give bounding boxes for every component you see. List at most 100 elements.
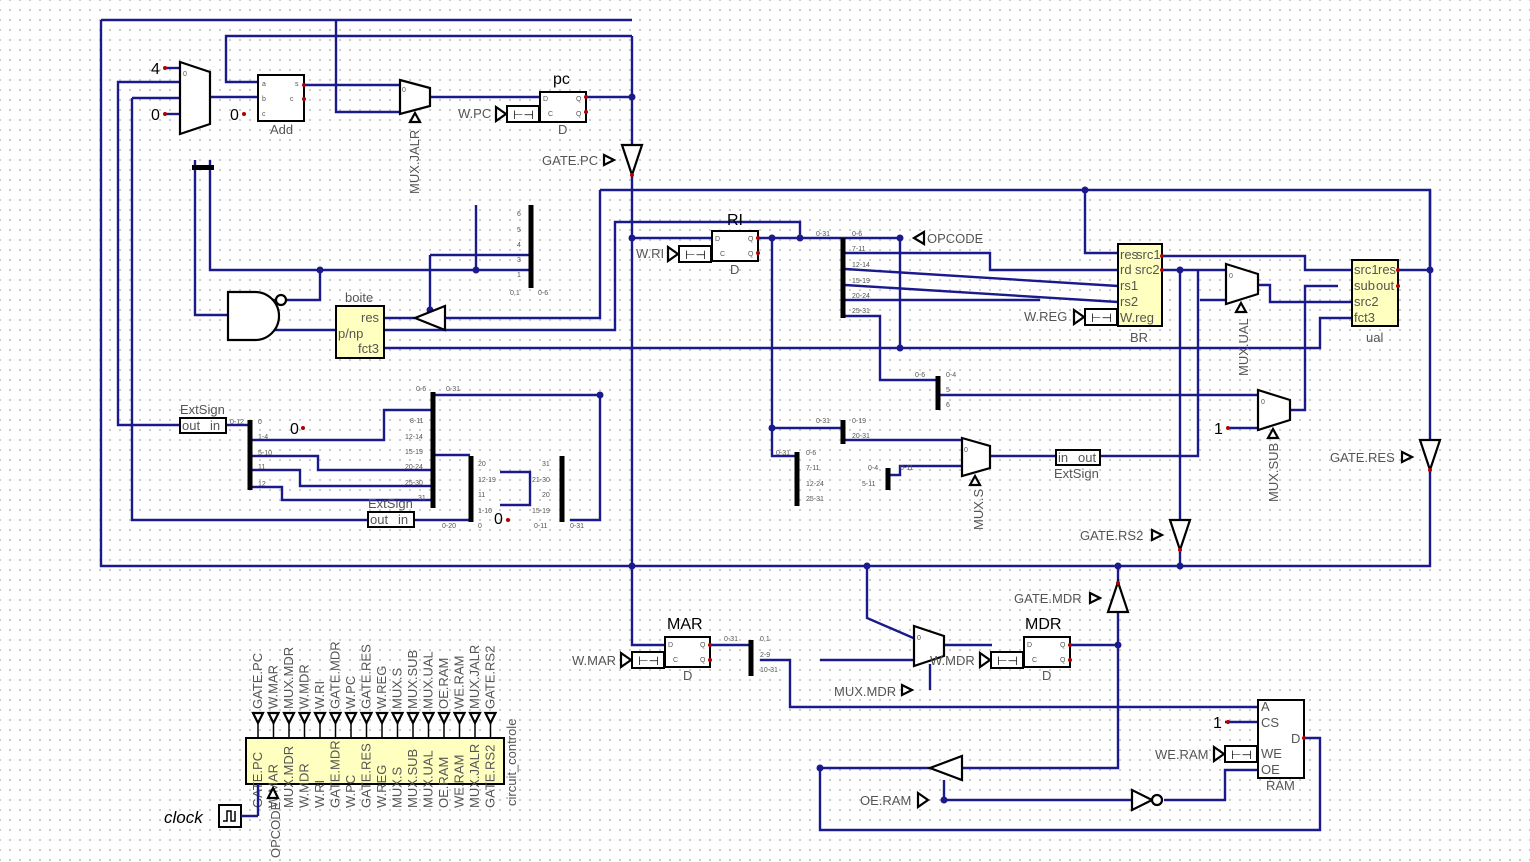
svg-text:OE.RAM: OE.RAM [860,793,911,808]
svg-text:0-6: 0-6 [538,290,548,297]
control-output-label: W.PC [343,676,358,709]
svg-text:W.MAR: W.MAR [572,653,616,668]
control-output-pin [483,711,498,726]
adder[interactable]: a b c s c Add [257,74,305,137]
gate-mdr-buffer[interactable]: GATE.MDR [1014,578,1130,614]
control-output-pin [251,711,265,726]
control-output-pin [406,711,420,726]
svg-text:0,1: 0,1 [760,636,770,643]
extsign-bottom[interactable]: out in ExtSign [367,496,415,528]
control-output-label: W.MDR [297,664,312,709]
svg-text:MUX.S: MUX.S [971,489,986,531]
svg-text:C: C [673,657,678,664]
svg-text:Q: Q [576,96,582,103]
svg-text:sub: sub [1354,278,1375,293]
svg-text:21-30: 21-30 [532,477,550,484]
svg-text:rd: rd [1120,262,1132,277]
svg-text:5-11: 5-11 [862,481,876,488]
svg-text:src2: src2 [1135,262,1160,277]
pin-markers [163,66,1432,740]
mux-sub[interactable]: 0 MUX.SUB [1256,388,1292,502]
ri-register[interactable]: D C Q Q D RI [711,212,759,277]
svg-text:12-14: 12-14 [405,434,423,441]
opcode-control-label: OPCODE [268,801,283,858]
mar-register[interactable]: D C Q Q D MAR [664,616,711,683]
extsign-right[interactable]: in out ExtSign [1054,449,1101,481]
svg-text:in: in [210,418,220,433]
svg-text:out: out [370,512,388,527]
svg-text:D: D [1042,668,1051,683]
mux-ual[interactable]: 0 MUX.UAL [1224,262,1260,376]
svg-text:0: 0 [402,87,406,94]
svg-text:1-4: 1-4 [258,434,268,441]
clock-label: clock [164,808,204,827]
svg-text:fct3: fct3 [358,341,379,356]
ri-splitter: 0-31 0-6 7-11 12-14 15-19 20-24 25-31 [816,231,870,318]
we-ram-pin[interactable]: ⊢⊣ WE.RAM [1155,744,1258,764]
control-inner-label: OE.RAM [436,757,451,808]
svg-text:20-24: 20-24 [405,464,423,471]
control-output-pin [328,711,343,726]
svg-text:ExtSign: ExtSign [368,496,413,511]
svg-text:20-24: 20-24 [852,293,870,300]
svg-text:Q: Q [748,251,754,258]
svg-text:Add: Add [270,122,293,137]
svg-text:0-12: 0-12 [230,419,244,426]
imm-splitter-left: 0-12 0 1-4 5-10 11 12 [230,419,272,490]
svg-text:12-24: 12-24 [806,481,824,488]
mux-jalr[interactable]: 0 MUX.JALR [398,78,432,194]
const-zero-add: 0 [230,107,239,124]
svg-text:fct3: fct3 [1354,310,1375,325]
nand-gate[interactable] [226,290,288,342]
gate-pc-buffer[interactable]: GATE.PC [542,143,644,179]
mux-mdr[interactable]: 0 MUX.MDR [834,624,946,699]
svg-text:GATE.PC: GATE.PC [542,153,598,168]
control-output-label: MUX.UAL [421,651,436,709]
control-output-pin [452,711,467,726]
ram-block[interactable]: A CS WE OE D RAM [1257,699,1305,793]
svg-text:Q: Q [1060,642,1066,649]
br-register-file[interactable]: res src1 rd src2 rs1 rs2 W.reg BR [1117,243,1163,345]
boite-block[interactable]: boite res p/np fct3 [335,290,385,359]
svg-text:31: 31 [542,461,550,468]
w-ri-pin[interactable]: ⊢⊣ W.RI [636,244,712,264]
oe-ram-pin[interactable]: OE.RAM [860,790,930,810]
svg-text:1: 1 [517,272,521,279]
svg-text:12-19: 12-19 [478,477,496,484]
svg-text:GATE.RES: GATE.RES [1330,450,1395,465]
svg-text:b: b [262,96,266,103]
const-one-sub: 1 [1214,421,1223,438]
svg-text:Q: Q [1060,657,1066,664]
mdr-register[interactable]: D C Q Q D MDR [1023,616,1071,683]
svg-text:0: 0 [478,523,482,530]
svg-text:Q: Q [576,111,582,118]
clock-source[interactable] [218,784,260,828]
w-mdr-pin[interactable]: ⊢⊣ W.MDR [930,650,1024,670]
svg-text:D: D [1027,642,1032,649]
boite-splitter: 6 5 4 3 1 0,1 0-6 [510,205,548,297]
shift-splitter: 0-31 0-6 7-11 12-24 25-31 0-4 0-11 5-11 [776,450,914,506]
control-inner-label: MUX.JALR [467,744,482,808]
mux-left[interactable]: 0 [178,60,212,136]
w-mar-pin[interactable]: ⊢⊣ W.MAR [572,650,665,670]
pc-register[interactable]: D C Q Q D pc [539,71,587,137]
control-output-label: MUX.SUB [405,650,420,709]
gate-rs2-buffer[interactable]: GATE.RS2 [1080,518,1192,554]
svg-text:D: D [1291,731,1300,746]
mux-s[interactable]: 0 MUX.S [960,436,992,531]
control-block[interactable] [245,737,505,785]
control-output-pins: GATE.PCGATE.PCW.MARW.MARMUX.MDRMUX.MDRW.… [250,641,498,808]
extsign-top[interactable]: out in ExtSign [179,402,227,434]
svg-text:s: s [295,81,299,88]
svg-text:0: 0 [183,71,187,78]
opcode-pin[interactable]: OPCODE [911,230,984,246]
svg-text:D: D [668,642,673,649]
svg-text:⊢⊣: ⊢⊣ [513,108,534,122]
svg-text:c: c [290,96,294,103]
jimm-splitters: 20 12-19 11 1-10 31 21-30 20 15-19 0-11 … [442,456,584,530]
gate-res-buffer[interactable]: GATE.RES [1330,438,1442,474]
control-output-label: MUX.S [390,668,405,710]
w-reg-pin[interactable]: ⊢⊣ W.REG [1024,307,1118,327]
w-pc-pin[interactable]: ⊢⊣ W.PC [458,104,540,124]
ual-block[interactable]: src1 res sub out src2 fct3 ual [1351,259,1399,345]
